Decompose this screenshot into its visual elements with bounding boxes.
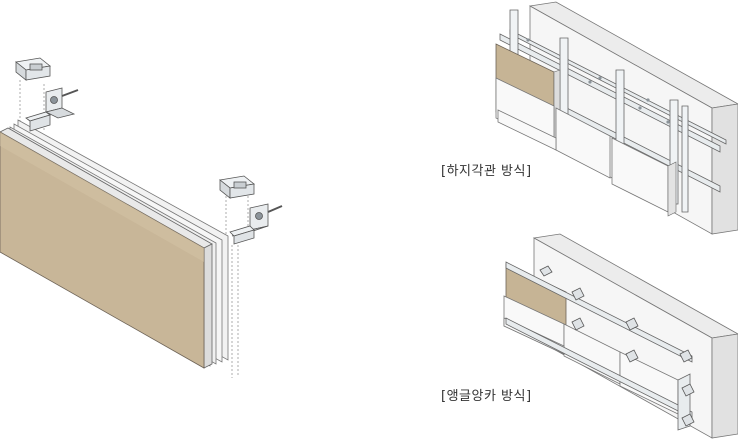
hook-rail-top-left xyxy=(25,111,51,132)
caption-subframe-method: [하지각관 방식] xyxy=(441,164,532,179)
clip-bracket-top-left xyxy=(15,57,51,81)
wall-side xyxy=(711,103,738,235)
panel-face xyxy=(0,131,205,369)
anchor-clips xyxy=(539,265,695,427)
subframe-method-figure xyxy=(495,1,738,235)
anchor-angle-top-left xyxy=(44,87,79,119)
panels-white xyxy=(495,77,669,213)
wall-side xyxy=(711,333,738,439)
panel-exploded-view xyxy=(0,57,283,378)
angle-anchor-method-figure xyxy=(503,233,738,439)
caption-angle-anchor-method: [앵글앙카 방식] xyxy=(441,389,532,404)
fasteners xyxy=(526,38,670,124)
anchor-angle-right xyxy=(229,203,283,245)
clip-bracket-right xyxy=(219,175,255,199)
